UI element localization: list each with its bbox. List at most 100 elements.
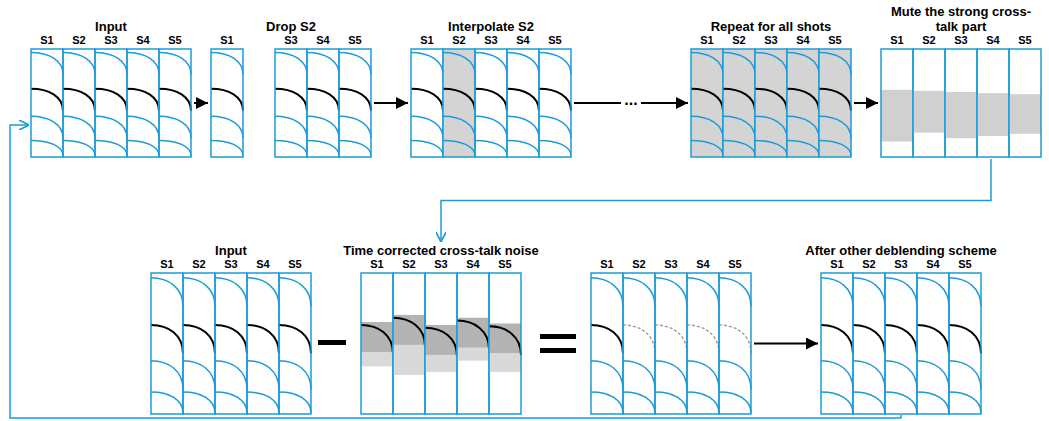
event-curve	[885, 278, 917, 307]
panel-title: After other deblending scheme	[786, 243, 1016, 258]
shot-label: S5	[539, 34, 571, 47]
mute-band	[881, 90, 913, 142]
event-curve	[755, 116, 787, 138]
trace-column	[425, 273, 457, 414]
shot-label: S5	[1009, 34, 1041, 47]
event-curve	[31, 89, 63, 111]
shot-label-row: S1S2S3S4S5	[150, 258, 312, 272]
event-curve	[949, 392, 981, 413]
trace-column	[95, 49, 127, 157]
event-curve	[719, 361, 751, 390]
event-curve	[247, 325, 279, 354]
event-curve	[393, 318, 425, 347]
shot-label: S3	[945, 34, 977, 47]
trace-column	[977, 49, 1009, 157]
event-curve	[787, 52, 819, 74]
event-curve	[917, 361, 949, 390]
event-curve	[719, 325, 751, 354]
shot-label: S2	[63, 34, 95, 47]
event-curve	[95, 52, 127, 74]
event-curve	[723, 89, 755, 111]
trace-column	[457, 273, 489, 414]
event-curve	[489, 326, 521, 355]
event-curve	[539, 52, 571, 74]
seismic-panel	[30, 48, 192, 158]
gather-panel: InputS1S2S3S4S5	[150, 243, 312, 415]
event-curve	[183, 361, 215, 390]
event-curve	[275, 140, 307, 156]
event-curve	[691, 116, 723, 138]
gather-panel: InputS1S2S3S4S5	[30, 19, 192, 158]
gather-panel: Time corrected cross-talk noiseS1S2S3S4S…	[360, 243, 522, 415]
event-curve	[821, 361, 853, 390]
seismic-panel	[150, 272, 312, 415]
minus-sign	[318, 340, 346, 345]
event-curve	[95, 89, 127, 111]
trace-column	[913, 49, 945, 157]
event-curve	[787, 89, 819, 111]
shot-label: S3	[215, 258, 247, 271]
connector	[10, 125, 901, 418]
trace-column	[655, 273, 687, 414]
event-curve	[211, 89, 243, 111]
trace-column	[475, 49, 507, 157]
event-curve	[917, 278, 949, 307]
connector	[854, 102, 878, 104]
event-curve	[159, 140, 191, 156]
trace-column	[307, 49, 339, 157]
event-curve	[539, 116, 571, 138]
event-curve	[275, 52, 307, 74]
trace-column	[691, 49, 723, 157]
interpolated-trace	[755, 49, 787, 157]
trace-column	[719, 273, 751, 414]
noise-band	[393, 345, 425, 375]
event-curve	[723, 116, 755, 138]
shot-label-row: S1S2S3S4S5	[690, 34, 852, 48]
shot-label-row: S1S3S4S5	[210, 34, 372, 48]
shot-label: S5	[279, 258, 311, 271]
trace-column	[945, 49, 977, 157]
shot-label: S5	[339, 34, 371, 47]
shot-label: S1	[691, 34, 723, 47]
trace-column	[623, 273, 655, 414]
trace-column	[275, 49, 307, 157]
event-curve	[63, 140, 95, 156]
trace-column	[539, 49, 571, 157]
panel-title: Input	[30, 19, 192, 34]
event-curve	[655, 361, 687, 390]
mute-band	[913, 91, 945, 133]
event-curve	[885, 361, 917, 390]
shot-label: S4	[127, 34, 159, 47]
noise-band	[489, 354, 521, 373]
shot-label-row: S1S2S3S4S5	[880, 34, 1042, 48]
event-curve	[787, 116, 819, 138]
event-curve	[63, 52, 95, 74]
trace-column	[723, 49, 755, 157]
event-curve	[821, 325, 853, 354]
event-curve	[247, 392, 279, 413]
event-curve	[819, 52, 851, 74]
event-curve	[307, 52, 339, 74]
event-curve	[687, 361, 719, 390]
event-curve	[183, 278, 215, 307]
shot-label: S1	[591, 258, 623, 271]
event-curve	[215, 361, 247, 390]
interpolated-trace	[723, 49, 755, 157]
event-curve	[215, 278, 247, 307]
event-curve	[885, 392, 917, 413]
trace-column	[127, 49, 159, 157]
shot-label: S2	[183, 258, 215, 271]
mute-band	[977, 93, 1009, 136]
shot-label: S2	[443, 34, 475, 47]
connector	[754, 343, 818, 345]
gather-panel: S1S2S3S4S5	[590, 258, 752, 415]
event-curve	[183, 392, 215, 413]
shot-label: S3	[275, 34, 307, 47]
trace-column	[151, 273, 183, 414]
event-curve	[475, 116, 507, 138]
event-curve	[159, 89, 191, 111]
event-curve	[755, 140, 787, 156]
panel-title: Mute the strong cross-talk part	[886, 4, 1036, 34]
shot-label: S4	[507, 34, 539, 47]
